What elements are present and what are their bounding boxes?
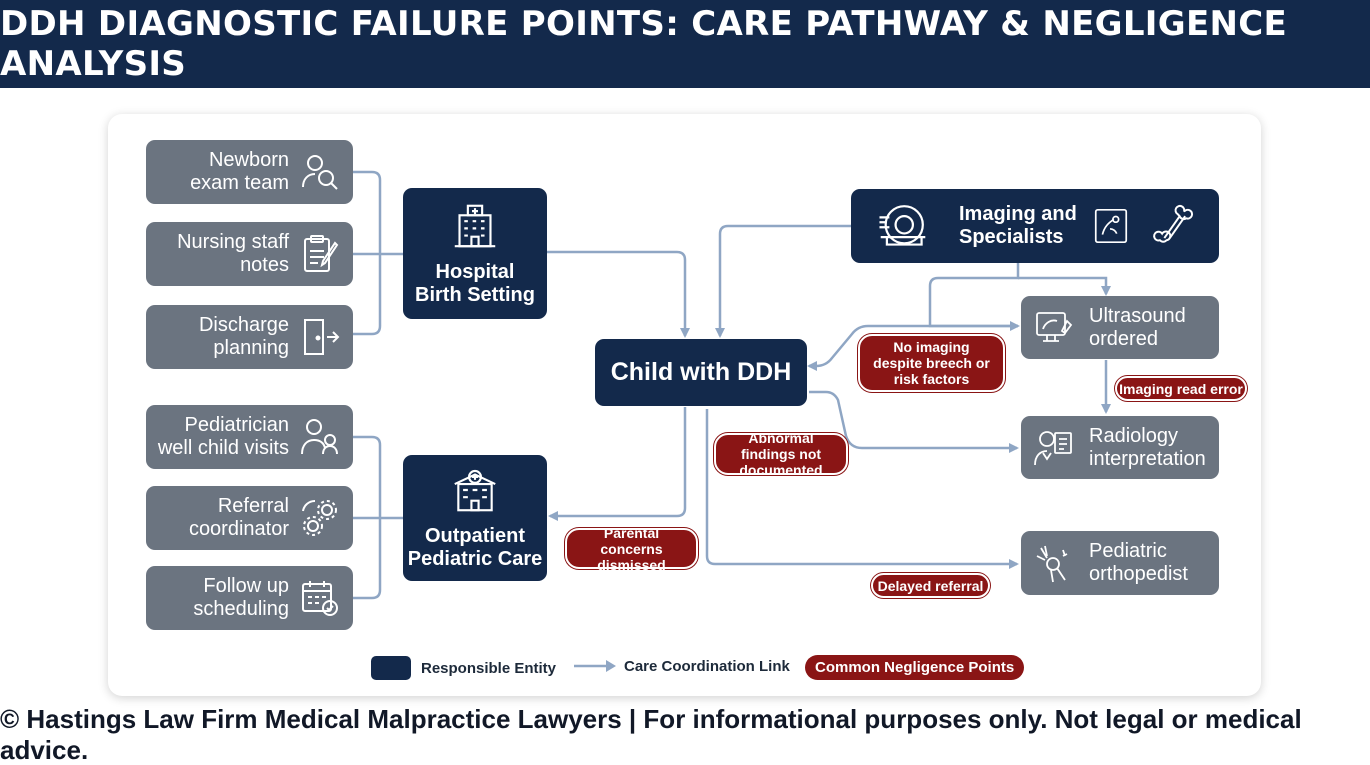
legend-care-link: Care Coordination Link — [572, 656, 790, 676]
referral-coordinator-label: Referral coordinator — [188, 495, 289, 540]
legend-responsible-entity: Responsible Entity — [371, 656, 556, 680]
exit-door-icon — [299, 316, 341, 358]
newborn-exam-team-label: Newborn exam team — [190, 149, 289, 194]
footer-disclaimer: © Hastings Law Firm Medical Malpractice … — [0, 704, 1302, 765]
risk-no-imaging: No imaging despite breech or risk factor… — [858, 334, 1005, 392]
outpatient-pediatric-care-node: Outpatient Pediatric Care — [403, 455, 547, 581]
pediatrician-visits-label: Pediatrician well child visits — [157, 414, 289, 459]
imaging-specialists-node: Imaging and Specialists — [851, 189, 1219, 263]
legend-link-label: Care Coordination Link — [624, 657, 790, 675]
legend-arrow-icon — [574, 660, 616, 672]
nursing-staff-notes-node: Nursing staff notes — [146, 222, 353, 286]
legend-navy-swatch — [371, 656, 411, 680]
ultrasound-ordered-label: Ultrasound ordered — [1089, 304, 1186, 350]
page-title: DDH DIAGNOSTIC FAILURE POINTS: CARE PATH… — [0, 0, 1370, 88]
pediatric-orthopedist-label: Pediatric orthopedist — [1089, 540, 1188, 585]
doctor-magnifier-icon — [299, 151, 341, 193]
hospital-birth-setting-label: Hospital Birth Setting — [415, 260, 535, 306]
follow-up-scheduling-node: Follow up scheduling — [146, 566, 353, 630]
hospital-building-icon — [450, 201, 500, 251]
follow-up-scheduling-label: Follow up scheduling — [193, 575, 289, 620]
hip-joint-icon — [1033, 542, 1075, 584]
hospital-birth-setting-node: Hospital Birth Setting — [403, 188, 547, 319]
clinic-building-icon — [450, 465, 500, 515]
legend-entity-label: Responsible Entity — [421, 659, 557, 677]
radiology-interpretation-node: Radiology interpretation — [1021, 416, 1219, 479]
newborn-exam-team-node: Newborn exam team — [146, 140, 353, 204]
legend-negligence-label: Common Negligence Points — [805, 655, 1025, 680]
risk-delayed-referral: Delayed referral — [871, 573, 990, 598]
ultrasound-monitor-icon — [1033, 307, 1075, 349]
risk-imaging-read-error: Imaging read error — [1115, 376, 1247, 401]
referral-coordinator-node: Referral coordinator — [146, 486, 353, 550]
legend-negligence-points: Common Negligence Points — [805, 655, 1025, 680]
radiology-interpretation-label: Radiology interpretation — [1089, 424, 1206, 470]
risk-abnormal-findings: Abnormal findings not documented — [714, 430, 848, 478]
gears-icon — [299, 497, 341, 539]
calendar-check-icon — [299, 577, 341, 619]
discharge-planning-node: Discharge planning — [146, 305, 353, 369]
ultrasound-ordered-node: Ultrasound ordered — [1021, 296, 1219, 359]
mri-scanner-icon — [877, 200, 929, 252]
clipboard-pen-icon — [299, 233, 341, 275]
bone-icon — [1149, 203, 1195, 249]
outpatient-pediatric-care-label: Outpatient Pediatric Care — [407, 525, 543, 570]
pediatric-orthopedist-node: Pediatric orthopedist — [1021, 531, 1219, 595]
risk-parental-concerns: Parental concerns dismissed — [565, 525, 698, 573]
discharge-planning-label: Discharge planning — [198, 314, 289, 359]
xray-monitor-icon — [1091, 204, 1131, 248]
child-with-ddh-node: Child with DDH — [595, 339, 807, 406]
pediatrician-visits-node: Pediatrician well child visits — [146, 405, 353, 469]
radiologist-icon — [1033, 427, 1075, 469]
imaging-specialists-label: Imaging and Specialists — [959, 203, 1077, 248]
nursing-staff-notes-label: Nursing staff notes — [177, 231, 289, 276]
doctor-child-icon — [299, 416, 341, 458]
child-with-ddh-label: Child with DDH — [610, 358, 792, 386]
